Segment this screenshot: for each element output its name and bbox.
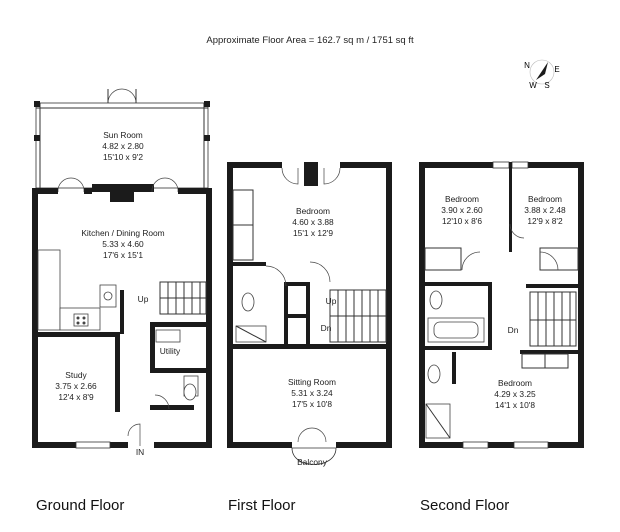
second-shower-toilet <box>427 364 441 384</box>
compass-w: W <box>529 81 537 90</box>
second-bedroom-bottom-metric: 4.29 x 3.25 <box>494 389 536 399</box>
sun-room-imperial: 15'10 x 9'2 <box>103 152 143 162</box>
ground-stairs <box>159 281 207 315</box>
compass-e: E <box>554 65 559 74</box>
second-bedroom-right-imperial: 12'9 x 8'2 <box>527 216 563 226</box>
second-stair-down: Dn <box>508 325 519 335</box>
first-bedroom-metric: 4.60 x 3.88 <box>292 217 334 227</box>
ground-floor-plan: Sun Room 4.82 x 2.80 15'10 x 9'2 Kitchen… <box>32 88 212 457</box>
entrance-label: IN <box>136 447 144 457</box>
second-bedroom-right-metric: 3.88 x 2.48 <box>524 205 566 215</box>
sun-room-structure <box>34 88 210 189</box>
compass-s: S <box>544 81 549 90</box>
kitchen-imperial: 17'6 x 15'1 <box>103 250 143 260</box>
compass-n: N <box>524 61 530 70</box>
sitting-room-name: Sitting Room <box>288 377 336 387</box>
second-bedroom-bottom-imperial: 14'1 x 10'8 <box>495 400 535 410</box>
study-metric: 3.75 x 2.66 <box>55 381 97 391</box>
second-bedroom-bottom-name: Bedroom <box>498 378 532 388</box>
balcony-label: Balcony <box>297 457 328 467</box>
first-bedroom-imperial: 15'1 x 12'9 <box>293 228 333 238</box>
study-name: Study <box>65 370 87 380</box>
study-imperial: 12'4 x 8'9 <box>58 392 94 402</box>
second-floor-title: Second Floor <box>420 497 509 514</box>
sun-room-metric: 4.82 x 2.80 <box>102 141 144 151</box>
second-stairs <box>529 291 577 347</box>
ground-wc-toilet <box>183 383 197 401</box>
floor-area-text: Approximate Floor Area = 162.7 sq m / 17… <box>206 35 414 46</box>
kitchen-name: Kitchen / Dining Room <box>81 228 164 238</box>
chimney-breast <box>92 184 154 192</box>
first-stair-down: Dn <box>321 323 332 333</box>
second-bedroom-left-name: Bedroom <box>445 194 479 204</box>
utility-name: Utility <box>160 346 181 356</box>
compass: N E S W <box>524 59 560 90</box>
ground-floor-title: Ground Floor <box>36 497 124 514</box>
ground-stair-up: Up <box>138 294 149 304</box>
utility-counter <box>155 329 181 343</box>
first-ensuite-toilet <box>241 292 255 312</box>
second-bedroom-left-metric: 3.90 x 2.60 <box>441 205 483 215</box>
first-bedroom-name: Bedroom <box>296 206 330 216</box>
sitting-room-imperial: 17'5 x 10'8 <box>292 399 332 409</box>
first-stairs <box>329 289 387 343</box>
sun-room-name: Sun Room <box>103 130 143 140</box>
second-bedroom-right-name: Bedroom <box>528 194 562 204</box>
balcony-outline <box>291 447 337 465</box>
first-floor-title: First Floor <box>228 497 296 514</box>
second-bedroom-left-imperial: 12'10 x 8'6 <box>442 216 482 226</box>
sitting-room-metric: 5.31 x 3.24 <box>291 388 333 398</box>
second-floor-plan: Bedroom 3.90 x 2.60 12'10 x 8'6 Bedroom … <box>419 161 584 449</box>
kitchen-metric: 5.33 x 4.60 <box>102 239 144 249</box>
second-bath-toilet <box>429 290 443 310</box>
kitchen-units <box>37 249 117 331</box>
front-door <box>127 423 141 446</box>
first-floor-plan: Bedroom 4.60 x 3.88 15'1 x 12'9 Sitting … <box>227 162 392 467</box>
compass-needle-icon <box>536 62 548 80</box>
first-stair-up: Up <box>326 296 337 306</box>
first-chimney <box>304 162 318 186</box>
